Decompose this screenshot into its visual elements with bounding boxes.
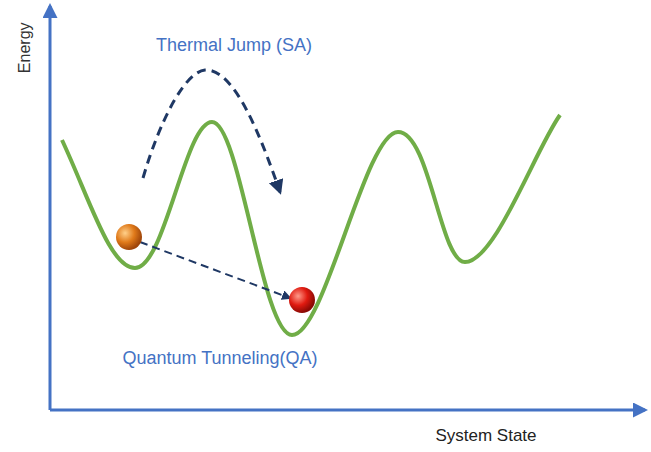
process-label: Quantum Tunneling(QA) [122,349,317,369]
initial-state-ball [116,224,142,250]
final-state-ball [289,287,315,313]
energy-curve [62,115,560,335]
axis-label: System State [435,427,536,446]
thermal-jump-arrow [143,70,280,192]
process-label: Thermal Jump (SA) [156,36,312,56]
axis-label: Energy [15,23,33,74]
y-axis [49,6,52,410]
x-axis [50,409,645,412]
tunneling-arrow [140,242,290,298]
